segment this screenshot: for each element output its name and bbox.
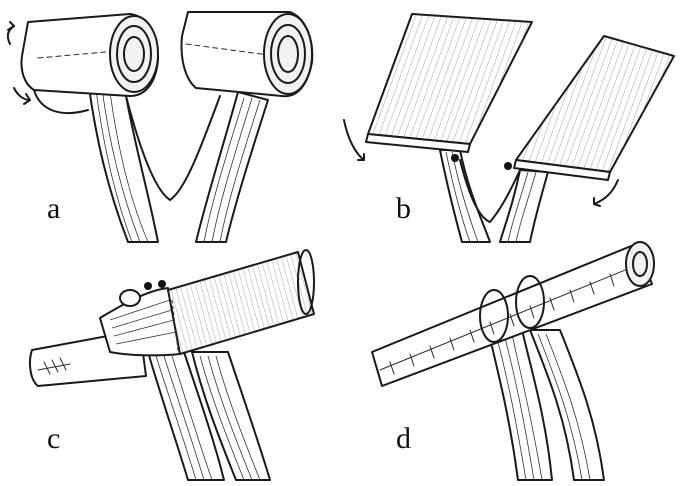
panel-d-drawing [371, 241, 655, 481]
panel-label-a: a [47, 192, 61, 225]
panel-label-b: b [396, 192, 411, 225]
panel-b-drawing [343, 13, 675, 243]
panel-label-d: d [396, 422, 411, 455]
panel-a-drawing [6, 11, 314, 243]
panel-c-drawing [29, 249, 315, 481]
panel-label-c: c [47, 422, 61, 455]
